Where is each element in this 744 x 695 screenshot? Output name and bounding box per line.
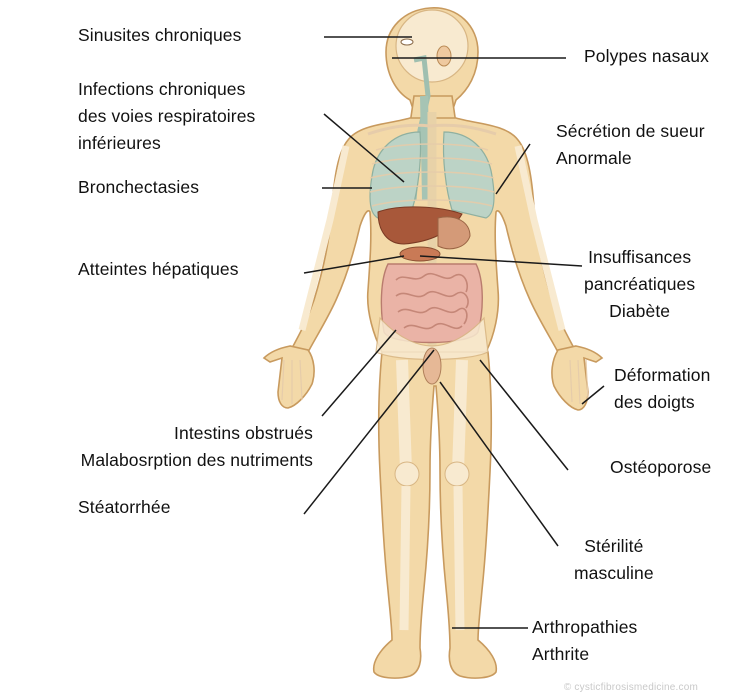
right-hand	[552, 346, 602, 410]
label-hepatiques-text: Atteintes hépatiques	[78, 256, 239, 283]
left-hand	[264, 346, 314, 408]
label-arthro-line1: Arthropathies	[532, 614, 637, 641]
label-infections: Infections chroniques des voies respirat…	[78, 76, 255, 157]
label-intestins: Intestins obstrués Malabosrption des nut…	[81, 420, 313, 474]
label-bronchectasies-text: Bronchectasies	[78, 174, 199, 201]
label-bronchectasies: Bronchectasies	[78, 174, 199, 201]
legs	[374, 352, 497, 678]
label-sueur: Sécrétion de sueur Anormale	[556, 118, 705, 172]
label-pancreas-line1: Insuffisances	[584, 244, 695, 271]
label-sinusites: Sinusites chroniques	[78, 22, 241, 49]
label-polypes-text: Polypes nasaux	[584, 43, 709, 70]
label-intestins-line1: Intestins obstrués	[81, 420, 313, 447]
label-doigts-line2: des doigts	[614, 389, 710, 416]
label-osteoporose-text: Ostéoporose	[610, 454, 711, 481]
eye	[401, 39, 413, 45]
label-arthro: Arthropathies Arthrite	[532, 614, 637, 668]
skull	[396, 10, 468, 82]
label-infections-line3: inférieures	[78, 130, 255, 157]
label-arthro-line2: Arthrite	[532, 641, 637, 668]
label-pancreas-line2: pancréatiques	[584, 271, 695, 298]
label-polypes: Polypes nasaux	[584, 43, 709, 70]
left-knee	[395, 462, 419, 486]
label-sinusites-text: Sinusites chroniques	[78, 22, 241, 49]
label-sueur-line1: Sécrétion de sueur	[556, 118, 705, 145]
trachea	[424, 96, 426, 200]
label-steatorrhee: Stéatorrhée	[78, 494, 171, 521]
label-intestins-line2: Malabosrption des nutriments	[81, 447, 313, 474]
label-infections-line1: Infections chroniques	[78, 76, 255, 103]
right-knee	[445, 462, 469, 486]
label-hepatiques: Atteintes hépatiques	[78, 256, 239, 283]
ear	[437, 46, 451, 66]
label-sterilite-line1: Stérilité	[574, 533, 654, 560]
large-intestine	[381, 264, 482, 343]
label-steatorrhee-text: Stéatorrhée	[78, 494, 171, 521]
label-sueur-line2: Anormale	[556, 145, 705, 172]
label-sterilite: Stérilité masculine	[574, 533, 654, 587]
label-doigts: Déformation des doigts	[614, 362, 710, 416]
pancreas	[400, 247, 440, 261]
label-sterilite-line2: masculine	[574, 560, 654, 587]
credit-watermark: © cysticfibrosismedicine.com	[564, 682, 698, 693]
label-pancreas-line3: Diabète	[584, 298, 695, 325]
label-infections-line2: des voies respiratoires	[78, 103, 255, 130]
label-doigts-line1: Déformation	[614, 362, 710, 389]
label-osteoporose: Ostéoporose	[610, 454, 711, 481]
label-pancreas: Insuffisances pancréatiques Diabète	[584, 244, 695, 325]
